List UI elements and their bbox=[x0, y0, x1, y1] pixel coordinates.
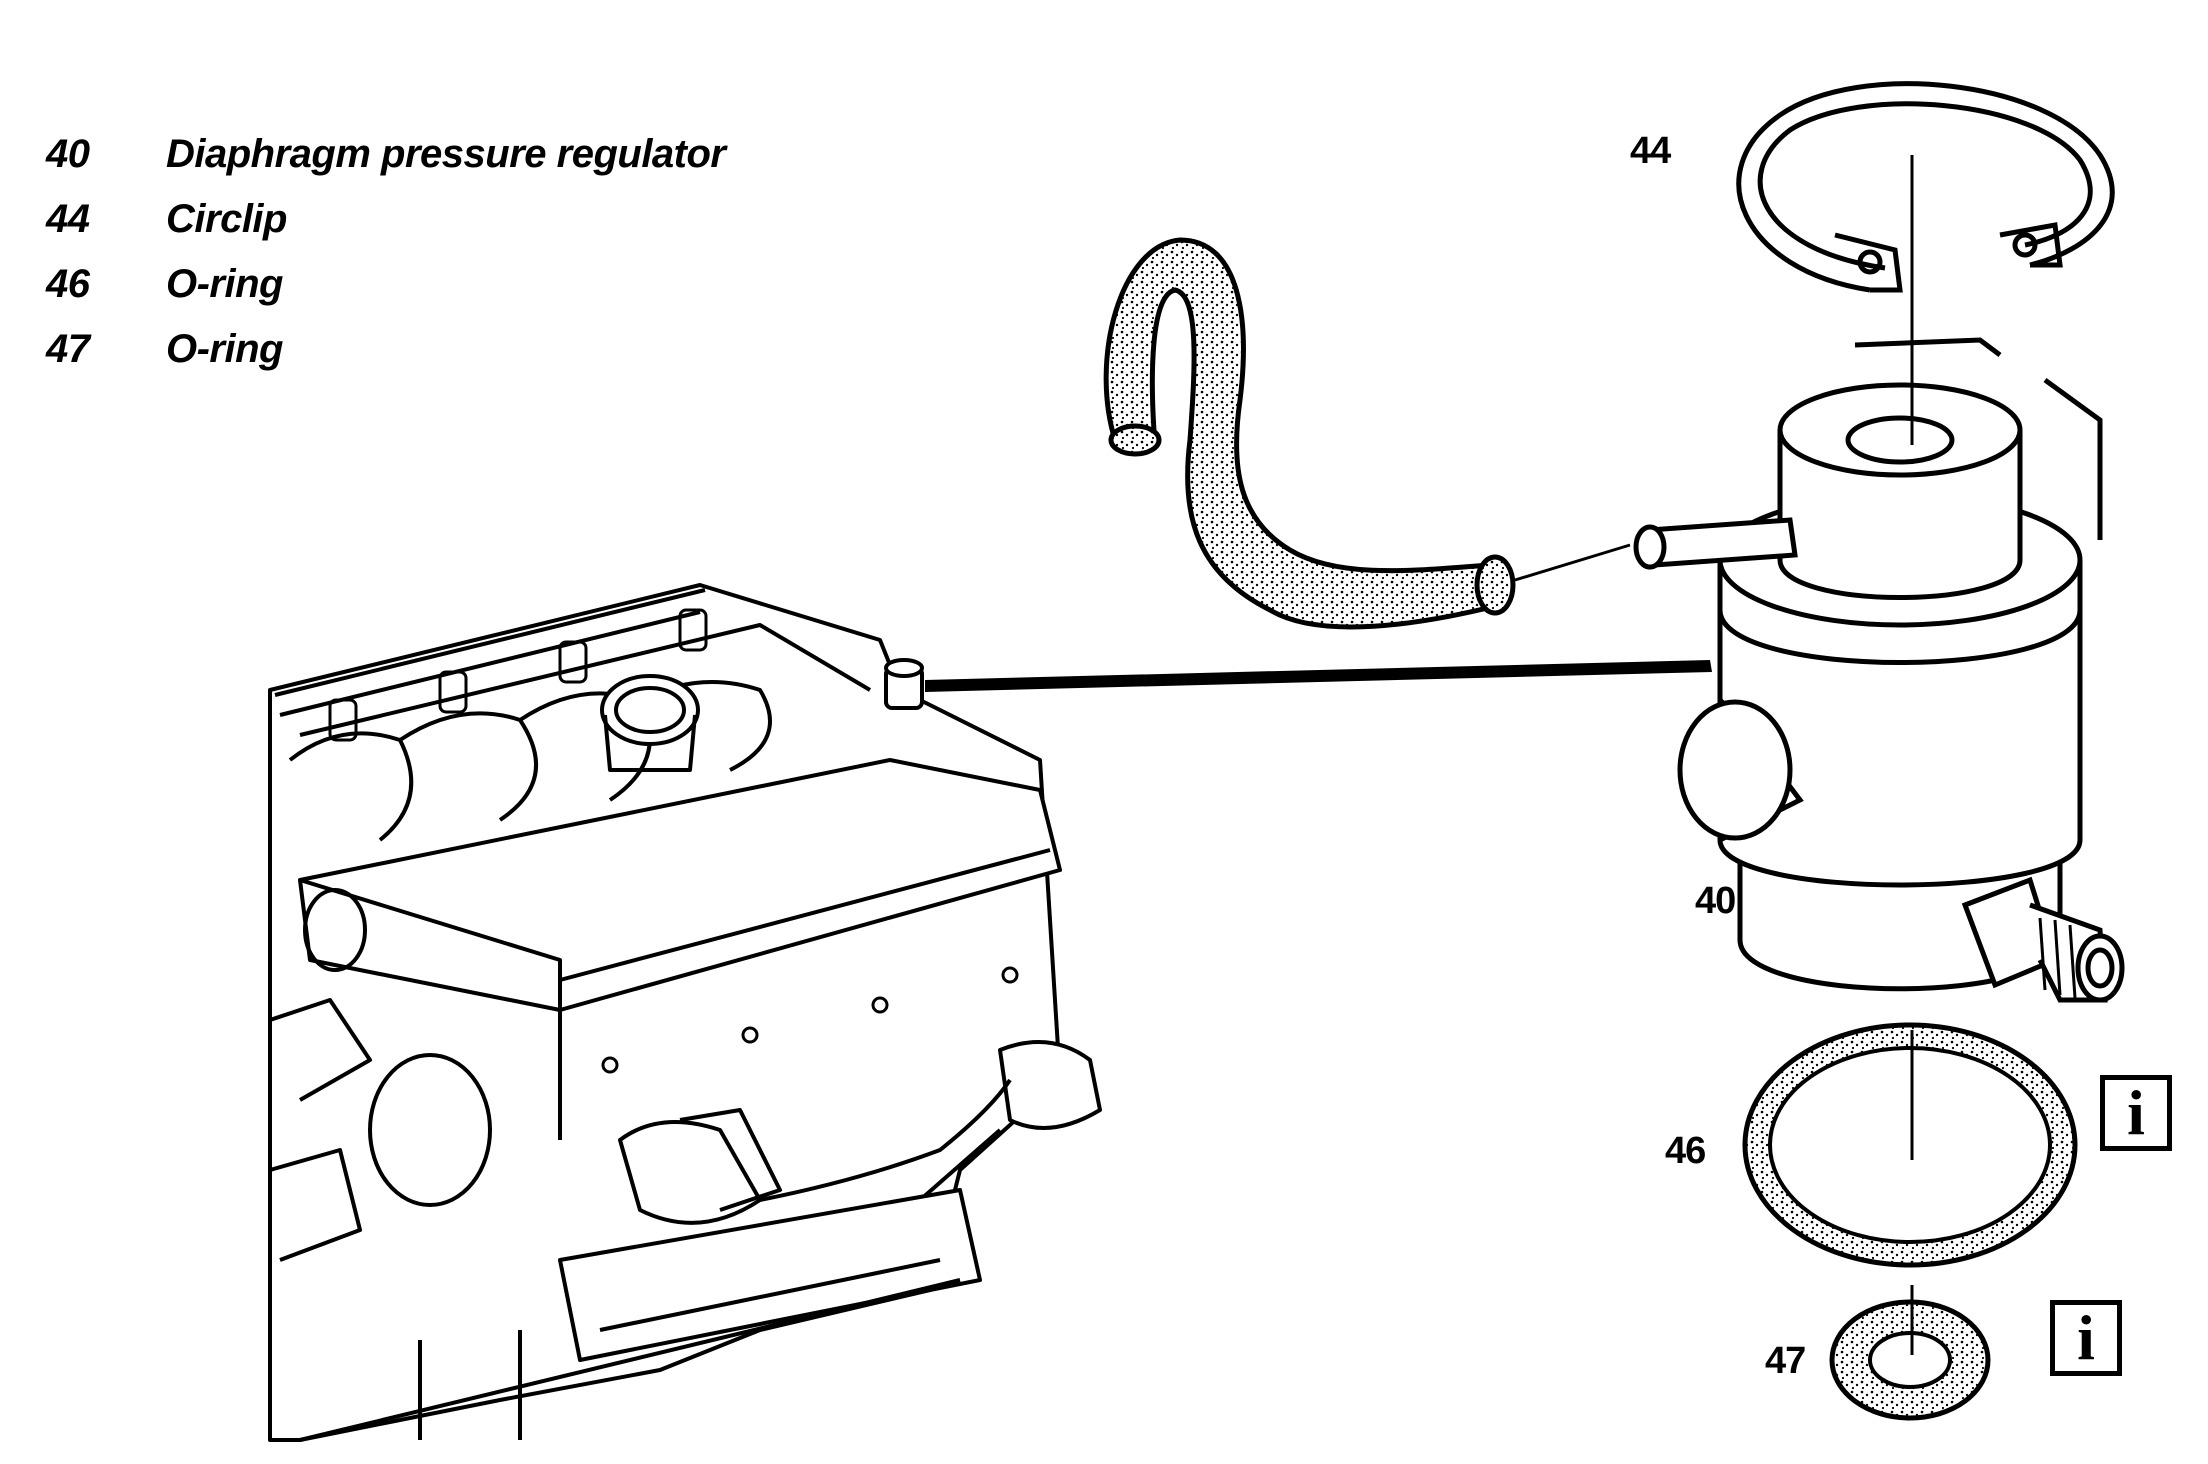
circlip-drawing bbox=[1736, 81, 2115, 293]
leader-line-hose bbox=[1514, 543, 1631, 582]
engine-block-drawing bbox=[268, 583, 1102, 1442]
vacuum-hose-drawing bbox=[1103, 237, 1504, 630]
info-icon: i bbox=[2050, 1300, 2122, 1376]
parts-legend: 40 Diaphragm pressure regulator 44 Circl… bbox=[46, 132, 726, 392]
legend-row: 44 Circlip bbox=[46, 197, 726, 262]
legend-number: 46 bbox=[46, 262, 90, 306]
callout-46: 46 bbox=[1665, 1130, 1706, 1172]
legend-label: Circlip bbox=[166, 197, 287, 241]
callout-44: 44 bbox=[1630, 130, 1671, 172]
o-ring-46-drawing bbox=[1742, 1022, 2078, 1268]
o-ring-47-drawing bbox=[1829, 1299, 1991, 1421]
legend-row: 40 Diaphragm pressure regulator bbox=[46, 132, 726, 197]
pressure-regulator-drawing bbox=[1633, 337, 2125, 1003]
info-icon: i bbox=[2100, 1075, 2172, 1151]
legend-row: 46 O-ring bbox=[46, 262, 726, 327]
legend-label: O-ring bbox=[166, 262, 283, 306]
legend-row: 47 O-ring bbox=[46, 327, 726, 392]
legend-label: O-ring bbox=[166, 327, 283, 371]
legend-label: Diaphragm pressure regulator bbox=[166, 132, 726, 176]
legend-number: 40 bbox=[46, 132, 90, 176]
legend-number: 47 bbox=[46, 327, 90, 371]
legend-number: 44 bbox=[46, 197, 90, 241]
callout-40: 40 bbox=[1695, 880, 1736, 922]
leader-line-engine-to-regulator bbox=[925, 660, 1712, 692]
callout-47: 47 bbox=[1765, 1340, 1806, 1382]
